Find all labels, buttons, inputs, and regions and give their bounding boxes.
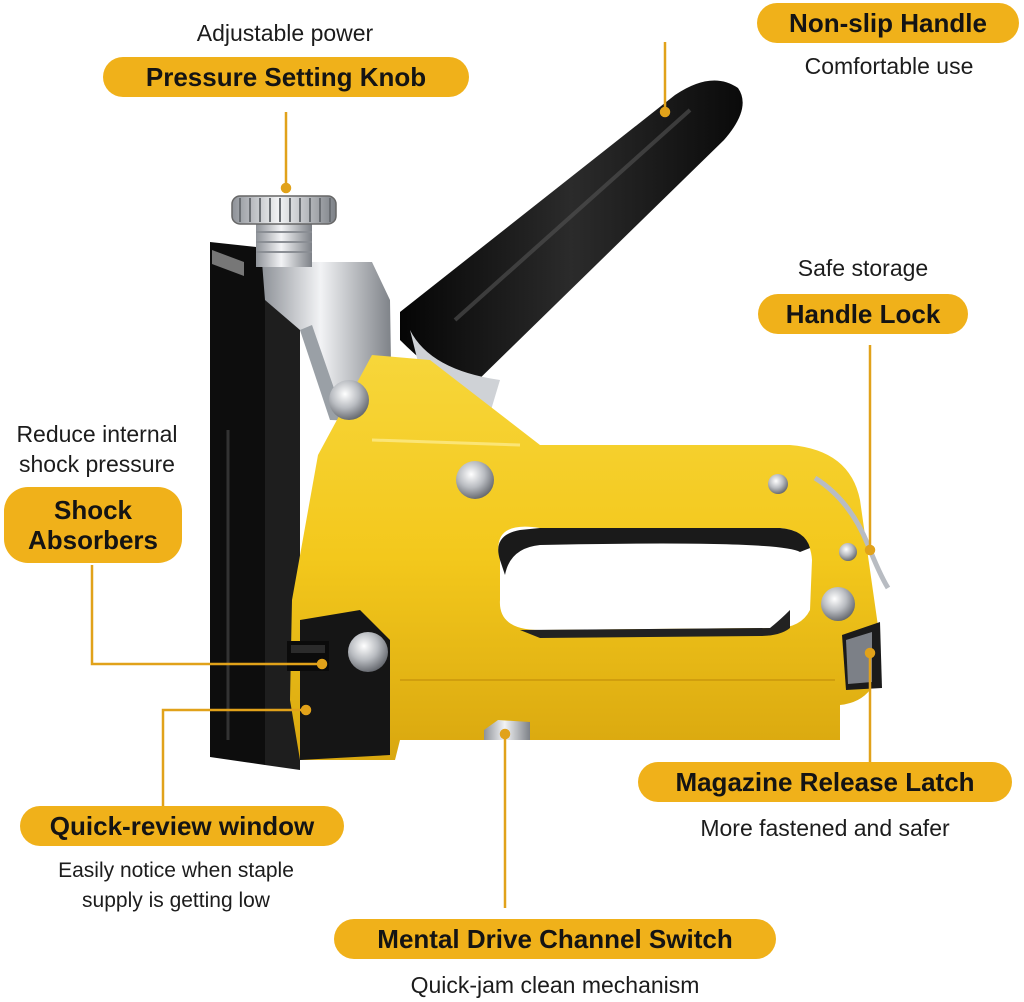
pressure-knob-label: Pressure Setting Knob — [103, 57, 469, 97]
quick-review-caption-line2: supply is getting low — [82, 889, 270, 912]
non-slip-handle-label: Non-slip Handle — [757, 3, 1019, 43]
drive-channel-switch-label: Mental Drive Channel Switch — [334, 919, 776, 959]
shock-absorbers-label: Shock Absorbers — [4, 487, 182, 563]
drive-channel-switch-caption: Quick-jam clean mechanism — [410, 972, 700, 998]
black-front-plate — [210, 242, 300, 770]
yellow-body — [287, 355, 891, 760]
magazine-release-latch-caption: More fastened and safer — [700, 815, 950, 841]
magazine-release-latch-label: Magazine Release Latch — [638, 762, 1012, 802]
quick-review-caption-line1: Easily notice when staple — [58, 859, 294, 882]
shock-absorbers-caption-line1: Reduce internal — [16, 421, 178, 447]
shock-absorbers-caption-line2: shock pressure — [19, 451, 175, 477]
shock-absorbers-label-line2: Absorbers — [27, 525, 159, 555]
non-slip-handle-caption: Comfortable use — [804, 53, 974, 79]
handle-lock-label: Handle Lock — [758, 294, 968, 334]
pressure-knob — [231, 195, 337, 267]
handle-lock-caption: Safe storage — [797, 255, 929, 281]
shock-absorbers-label-line1: Shock — [53, 495, 133, 525]
quick-review-window-label: Quick-review window — [20, 806, 344, 846]
callout-leader-lines — [90, 42, 876, 908]
handle-grip — [400, 80, 743, 420]
pressure-knob-caption: Adjustable power — [196, 20, 374, 46]
